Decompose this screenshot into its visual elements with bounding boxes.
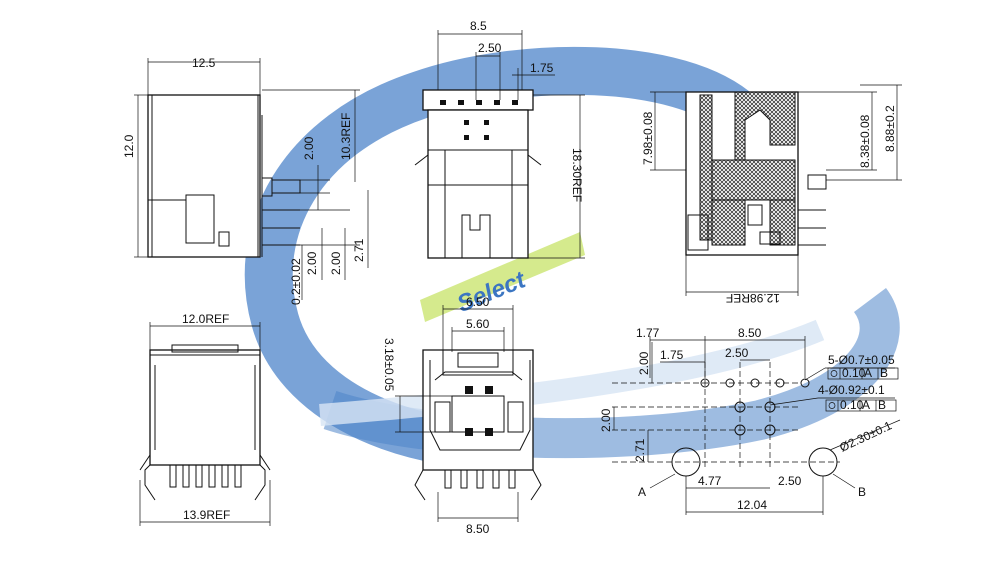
- front-width-label: 8.5: [470, 19, 487, 33]
- front-view: 8.5 2.50 1.75 18.30REF: [414, 19, 585, 259]
- bottom-pins: [169, 464, 242, 488]
- rear-view: 6.50 5.60 3.18±0.05 8.50: [382, 295, 542, 536]
- front-height-ref-label: 18.30REF: [570, 148, 584, 202]
- fcf-datum-a-5: A: [864, 366, 872, 380]
- fp-d250-label: 2.50: [725, 346, 749, 360]
- datum-b-label: B: [858, 485, 866, 499]
- rear-inner-height-label: 3.18±0.05: [382, 338, 396, 392]
- section-bottom-width-label: 12.98REF: [726, 291, 780, 305]
- section-view: 7.98±0.08 8.38±0.08 8.88±0.2 12.98REF: [641, 84, 902, 305]
- side-pitch-b-label: 2.00: [305, 251, 319, 275]
- fp-d175-label: 1.75: [660, 348, 684, 362]
- side-pitch-a-label: 2.00: [302, 136, 316, 160]
- fp-d271-label: 2.71: [633, 438, 647, 462]
- side-pitch-c-label: 2.00: [329, 251, 343, 275]
- front-offset-label: 1.75: [530, 61, 554, 75]
- hole-row-5: [700, 378, 810, 388]
- bottom-top-width-label: 12.0REF: [182, 312, 229, 326]
- fcf-tol-5: 0.10: [842, 366, 866, 380]
- rear-pins: [444, 469, 516, 489]
- fcf-frame-4: 0.10 A B: [825, 398, 897, 412]
- side-height-label: 12.0: [122, 134, 136, 158]
- section-right-height-label: 8.88±0.2: [883, 105, 897, 152]
- fp-d250b-label: 2.50: [778, 474, 802, 488]
- front-pins: [440, 100, 518, 140]
- fp-d200a-label: 2.00: [637, 351, 651, 375]
- side-ref-height-label: 10.3REF: [339, 113, 353, 160]
- watermark-bar: [420, 232, 585, 322]
- fcf-tol-4: 0.10: [840, 398, 864, 412]
- front-pitch-label: 2.50: [478, 41, 502, 55]
- fcf-datum-b-5: B: [880, 366, 888, 380]
- side-width-label: 12.5: [192, 56, 216, 70]
- datum-a-label: A: [638, 485, 646, 499]
- fp-hole5-label: 5-Ø0.7±0.05: [828, 353, 895, 367]
- fcf-frame-5: 0.10 A B: [827, 366, 899, 380]
- rear-outer-width-label: 6.50: [466, 295, 490, 309]
- fp-d850-label: 8.50: [738, 326, 762, 340]
- rear-inner-width-label: 5.60: [466, 317, 490, 331]
- fp-boss-label: Ø2.30±0.1: [837, 418, 894, 454]
- fcf-datum-a-4: A: [862, 398, 870, 412]
- fp-d477-label: 4.77: [698, 474, 722, 488]
- pcb-footprint: 1.77 8.50 1.75 2.50 2.00 2.00 2.71 4.77 …: [599, 326, 901, 515]
- fp-d177-label: 1.77: [636, 326, 660, 340]
- section-left-height-label: 7.98±0.08: [641, 111, 655, 165]
- bottom-bottom-width-label: 13.9REF: [183, 508, 230, 522]
- section-mid-height-label: 8.38±0.08: [858, 114, 872, 168]
- fp-hole4-label: 4-Ø0.92±0.1: [818, 383, 885, 397]
- side-pin-tol-label: 0.2±0.02: [289, 258, 303, 305]
- hole-grid-4: [734, 401, 776, 436]
- fcf-datum-b-4: B: [878, 398, 886, 412]
- watermark-swoosh: [319, 319, 825, 426]
- fp-d1204-label: 12.04: [737, 498, 767, 512]
- fp-d200b-label: 2.00: [599, 408, 613, 432]
- bottom-view: 12.0REF 13.9REF: [139, 312, 271, 526]
- rear-base-width-label: 8.50: [466, 522, 490, 536]
- side-pin-offset-label: 2.71: [352, 238, 366, 262]
- side-view: 12.5 12.0 10.3REF 2.00 2.00 2.00 2.71 0.…: [122, 56, 369, 305]
